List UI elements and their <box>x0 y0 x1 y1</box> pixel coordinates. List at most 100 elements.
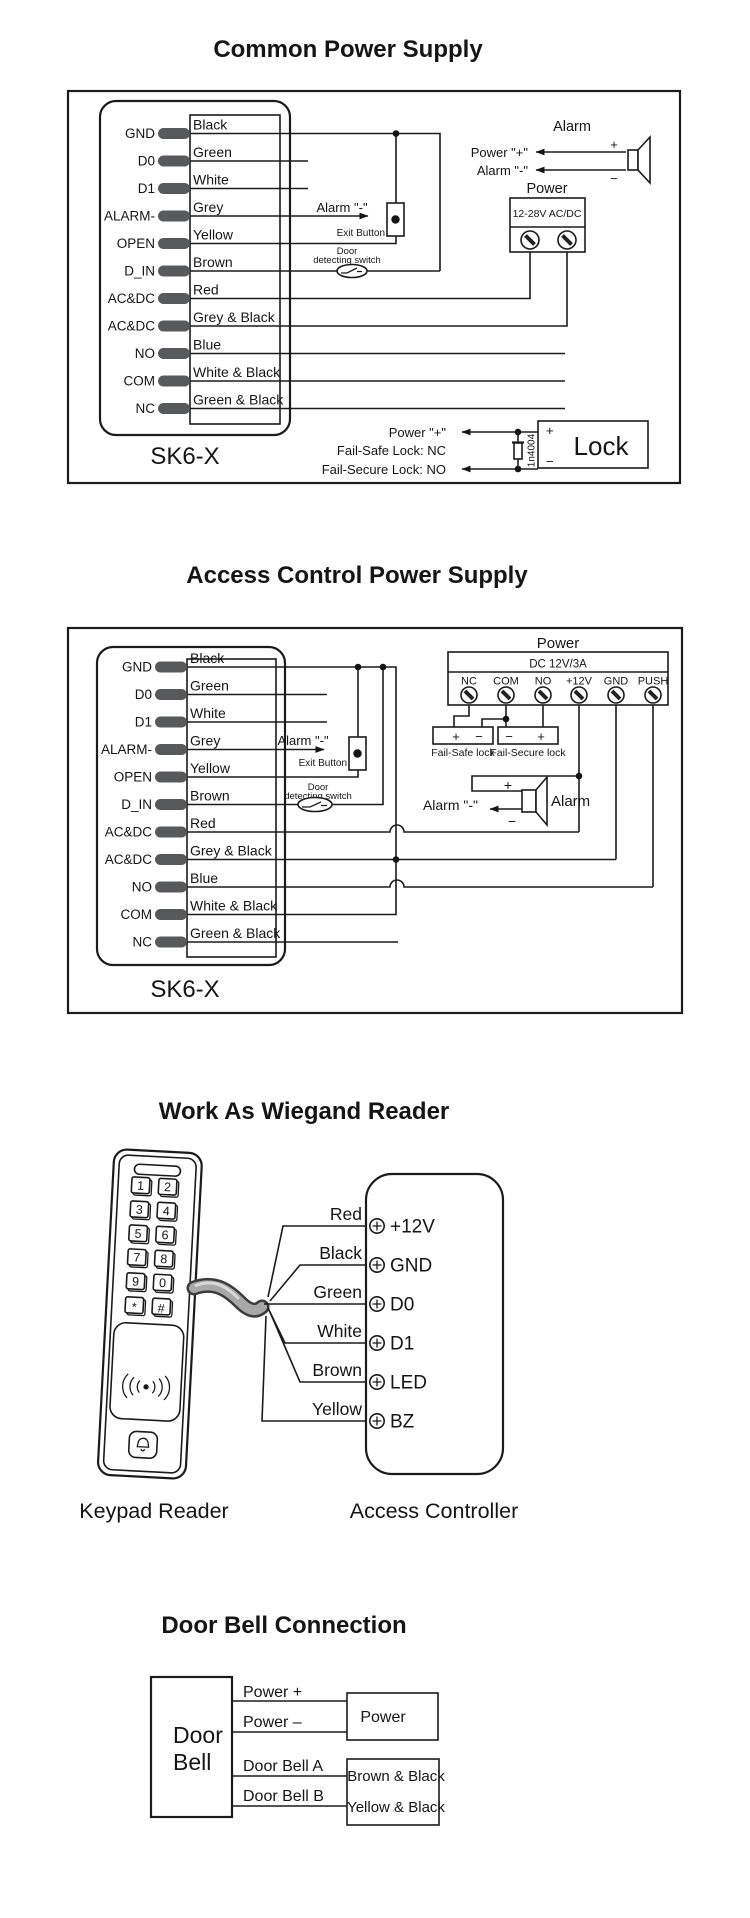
svg-text:BZ: BZ <box>390 1412 415 1433</box>
key-2: 2 <box>164 1180 172 1194</box>
fail-safe-lock: + − Fail-Safe lock <box>431 726 496 759</box>
card-reader-zone <box>109 1321 185 1422</box>
power-spec: 12-28V AC/DC <box>513 208 582 220</box>
alarm-speaker: Alarm Power "+" Alarm "-" + − <box>471 119 651 186</box>
cable <box>186 1277 270 1318</box>
power-title: Power <box>537 635 580 652</box>
section-title: Door Bell Connection <box>161 1612 406 1639</box>
wire-color-label: Brown <box>193 254 233 270</box>
alarm-title: Alarm <box>553 119 591 135</box>
screw-terminal-icon <box>368 1257 385 1274</box>
door-detecting-switch: Door detecting switch <box>313 246 381 279</box>
wire-color-label: Grey <box>190 733 220 749</box>
speaker-plus-sign: + <box>504 777 512 793</box>
exit-button-label: Exit Button <box>337 228 385 239</box>
svg-text:Black: Black <box>319 1243 362 1263</box>
terminal-label: D_IN <box>121 797 152 812</box>
fail-safe-caption: Fail-Safe lock <box>431 747 495 759</box>
diode-label: 1n4004 <box>527 433 538 467</box>
lock-minus-sign: − <box>546 454 554 469</box>
terminal-label: D1 <box>135 715 152 730</box>
section-title: Common Power Supply <box>213 36 483 63</box>
junction-dot <box>354 663 362 671</box>
door-switch-label-2: detecting switch <box>313 255 381 266</box>
wire-color-label: Black <box>190 650 225 666</box>
controller-caption: Access Controller <box>350 1499 518 1523</box>
svg-text:+12V: +12V <box>390 1217 435 1238</box>
fail-secure-box <box>497 726 559 745</box>
screw-terminal-icon <box>368 1296 385 1313</box>
device-label: SK6-X <box>150 443 219 470</box>
keypad-keys: 1 2 3 4 5 6 7 8 9 0 * # <box>124 1176 180 1318</box>
terminal-label: NO <box>132 880 152 895</box>
wire-color-label: Yellow <box>190 760 231 776</box>
lock-box <box>537 420 649 469</box>
junction-dot <box>502 715 510 723</box>
terminal-label: NO <box>135 346 155 361</box>
wire-color-label: Red <box>190 815 216 831</box>
screw-terminal-icon <box>520 230 577 250</box>
door-bell-label-1: Door <box>173 1722 223 1748</box>
svg-text:White: White <box>317 1321 362 1341</box>
terminal-label: D_IN <box>124 264 155 279</box>
svg-text:D1: D1 <box>390 1334 414 1355</box>
section-title: Work As Wiegand Reader <box>159 1098 450 1125</box>
power-spec: DC 12V/3A <box>529 659 587 671</box>
lock-assembly: Power "+" Fail-Safe Lock: NC Fail-Secure… <box>322 420 649 477</box>
svg-text:NO: NO <box>535 676 552 688</box>
screw-terminal-icon <box>460 686 662 704</box>
screw-terminal-icon <box>368 1413 385 1430</box>
device-label: SK6-X <box>150 976 219 1003</box>
plus-sign: + <box>452 729 460 744</box>
alarm-minus-label: Alarm "-" <box>423 797 478 813</box>
terminal-label: NC <box>133 935 153 950</box>
doorbell-button <box>127 1430 159 1459</box>
junction-dot <box>379 663 387 671</box>
wire-color-box <box>189 114 281 425</box>
svg-text:Door Bell A: Door Bell A <box>243 1758 323 1775</box>
key-1: 1 <box>137 1179 145 1193</box>
wire-color-label: Blue <box>193 337 221 353</box>
wiring-lines <box>190 132 568 410</box>
screw-terminal-icon <box>368 1218 385 1235</box>
key-0: 0 <box>159 1276 167 1290</box>
junction-dot <box>392 856 400 863</box>
speaker-driver <box>627 149 639 171</box>
bell-icon <box>136 1437 150 1452</box>
terminal-label: OPEN <box>117 236 155 251</box>
svg-text:Red: Red <box>330 1204 362 1224</box>
wiring-lines <box>187 666 653 943</box>
terminal-label: AC&DC <box>105 852 153 867</box>
doorbell-wire-labels: Power + Power – Door Bell A Door Bell B <box>243 1684 324 1805</box>
section-door-bell-connection: Door Bell Connection Door Bell Power + P… <box>149 1612 445 1826</box>
junction-dot <box>392 130 400 137</box>
keypad-caption: Keypad Reader <box>79 1499 228 1523</box>
power-title: Power <box>526 181 567 197</box>
wire-fan-lines <box>261 1225 369 1422</box>
lock-power-label: Power "+" <box>389 425 447 440</box>
keypad-inner-outline <box>102 1154 197 1474</box>
exit-button: Alarm "-" Exit Button <box>316 200 405 239</box>
svg-text:PUSH: PUSH <box>638 676 669 688</box>
alarm-wire-label: Alarm "-" <box>277 733 329 748</box>
terminal-label: ALARM- <box>104 209 155 224</box>
diode-1n4004: 1n4004 <box>512 432 538 469</box>
power-plus-label: Power "+" <box>471 145 529 160</box>
power-terminal-labels: NC COM NO +12V GND PUSH <box>461 676 668 688</box>
svg-text:Green: Green <box>313 1282 362 1302</box>
junction-dot <box>575 772 583 780</box>
terminal-label: D1 <box>138 181 155 196</box>
svg-text:LED: LED <box>390 1373 427 1394</box>
key-7: 7 <box>133 1251 141 1265</box>
door-switch-label-1: Door <box>308 782 329 793</box>
svg-text:NC: NC <box>461 676 477 688</box>
access-controller: +12V GND D0 D1 LED BZ <box>364 1172 505 1476</box>
wire-color-labels: Red Black Green White Brown Yellow <box>312 1204 362 1419</box>
fail-secure-lock: − + Fail-Secure lock <box>490 726 566 759</box>
wire-color-label: White <box>193 172 229 188</box>
wire-color-label: Green <box>193 144 232 160</box>
terminal-label: AC&DC <box>108 291 156 306</box>
